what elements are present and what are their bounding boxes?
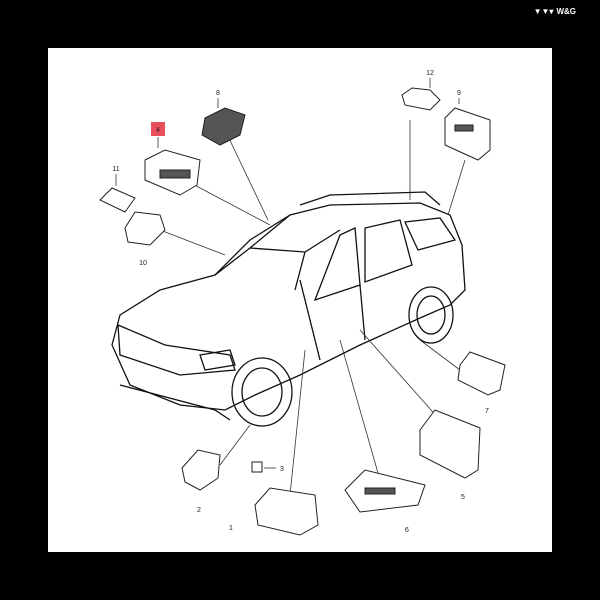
callout-4: 4 <box>156 127 160 134</box>
part-5-module[interactable] <box>419 409 481 479</box>
callout-4-highlight <box>151 122 165 136</box>
callout-10: 10 <box>139 260 147 267</box>
callout-8: 8 <box>216 90 220 97</box>
part-4-module[interactable] <box>144 149 201 196</box>
vehicle-illustration <box>111 191 466 427</box>
leader-lines <box>115 78 466 496</box>
callout-6: 6 <box>405 527 409 534</box>
callout-11: 11 <box>112 166 119 173</box>
part-3-nut[interactable] <box>251 461 263 473</box>
callout-2: 2 <box>197 507 201 514</box>
brand-icon: ▼▼▾ <box>533 7 554 16</box>
callout-1: 1 <box>229 525 233 532</box>
part-2-module[interactable] <box>181 449 221 491</box>
callout-7: 7 <box>485 408 489 415</box>
brand-logo: ▼▼▾ W&G <box>534 7 576 16</box>
callout-3: 3 <box>280 466 284 473</box>
part-1-module[interactable] <box>254 487 319 536</box>
part-12-sensor[interactable] <box>401 87 441 111</box>
callout-9: 9 <box>457 90 461 97</box>
callout-5: 5 <box>461 494 465 501</box>
part-6-module[interactable] <box>344 469 426 513</box>
part-9-module[interactable] <box>444 107 491 161</box>
part-11-plate[interactable] <box>99 187 136 213</box>
part-7-module[interactable] <box>457 351 506 396</box>
part-8-module[interactable] <box>201 107 246 146</box>
part-10-module[interactable] <box>124 211 166 246</box>
callout-12: 12 <box>426 70 434 77</box>
brand-text: W&G <box>556 7 576 16</box>
